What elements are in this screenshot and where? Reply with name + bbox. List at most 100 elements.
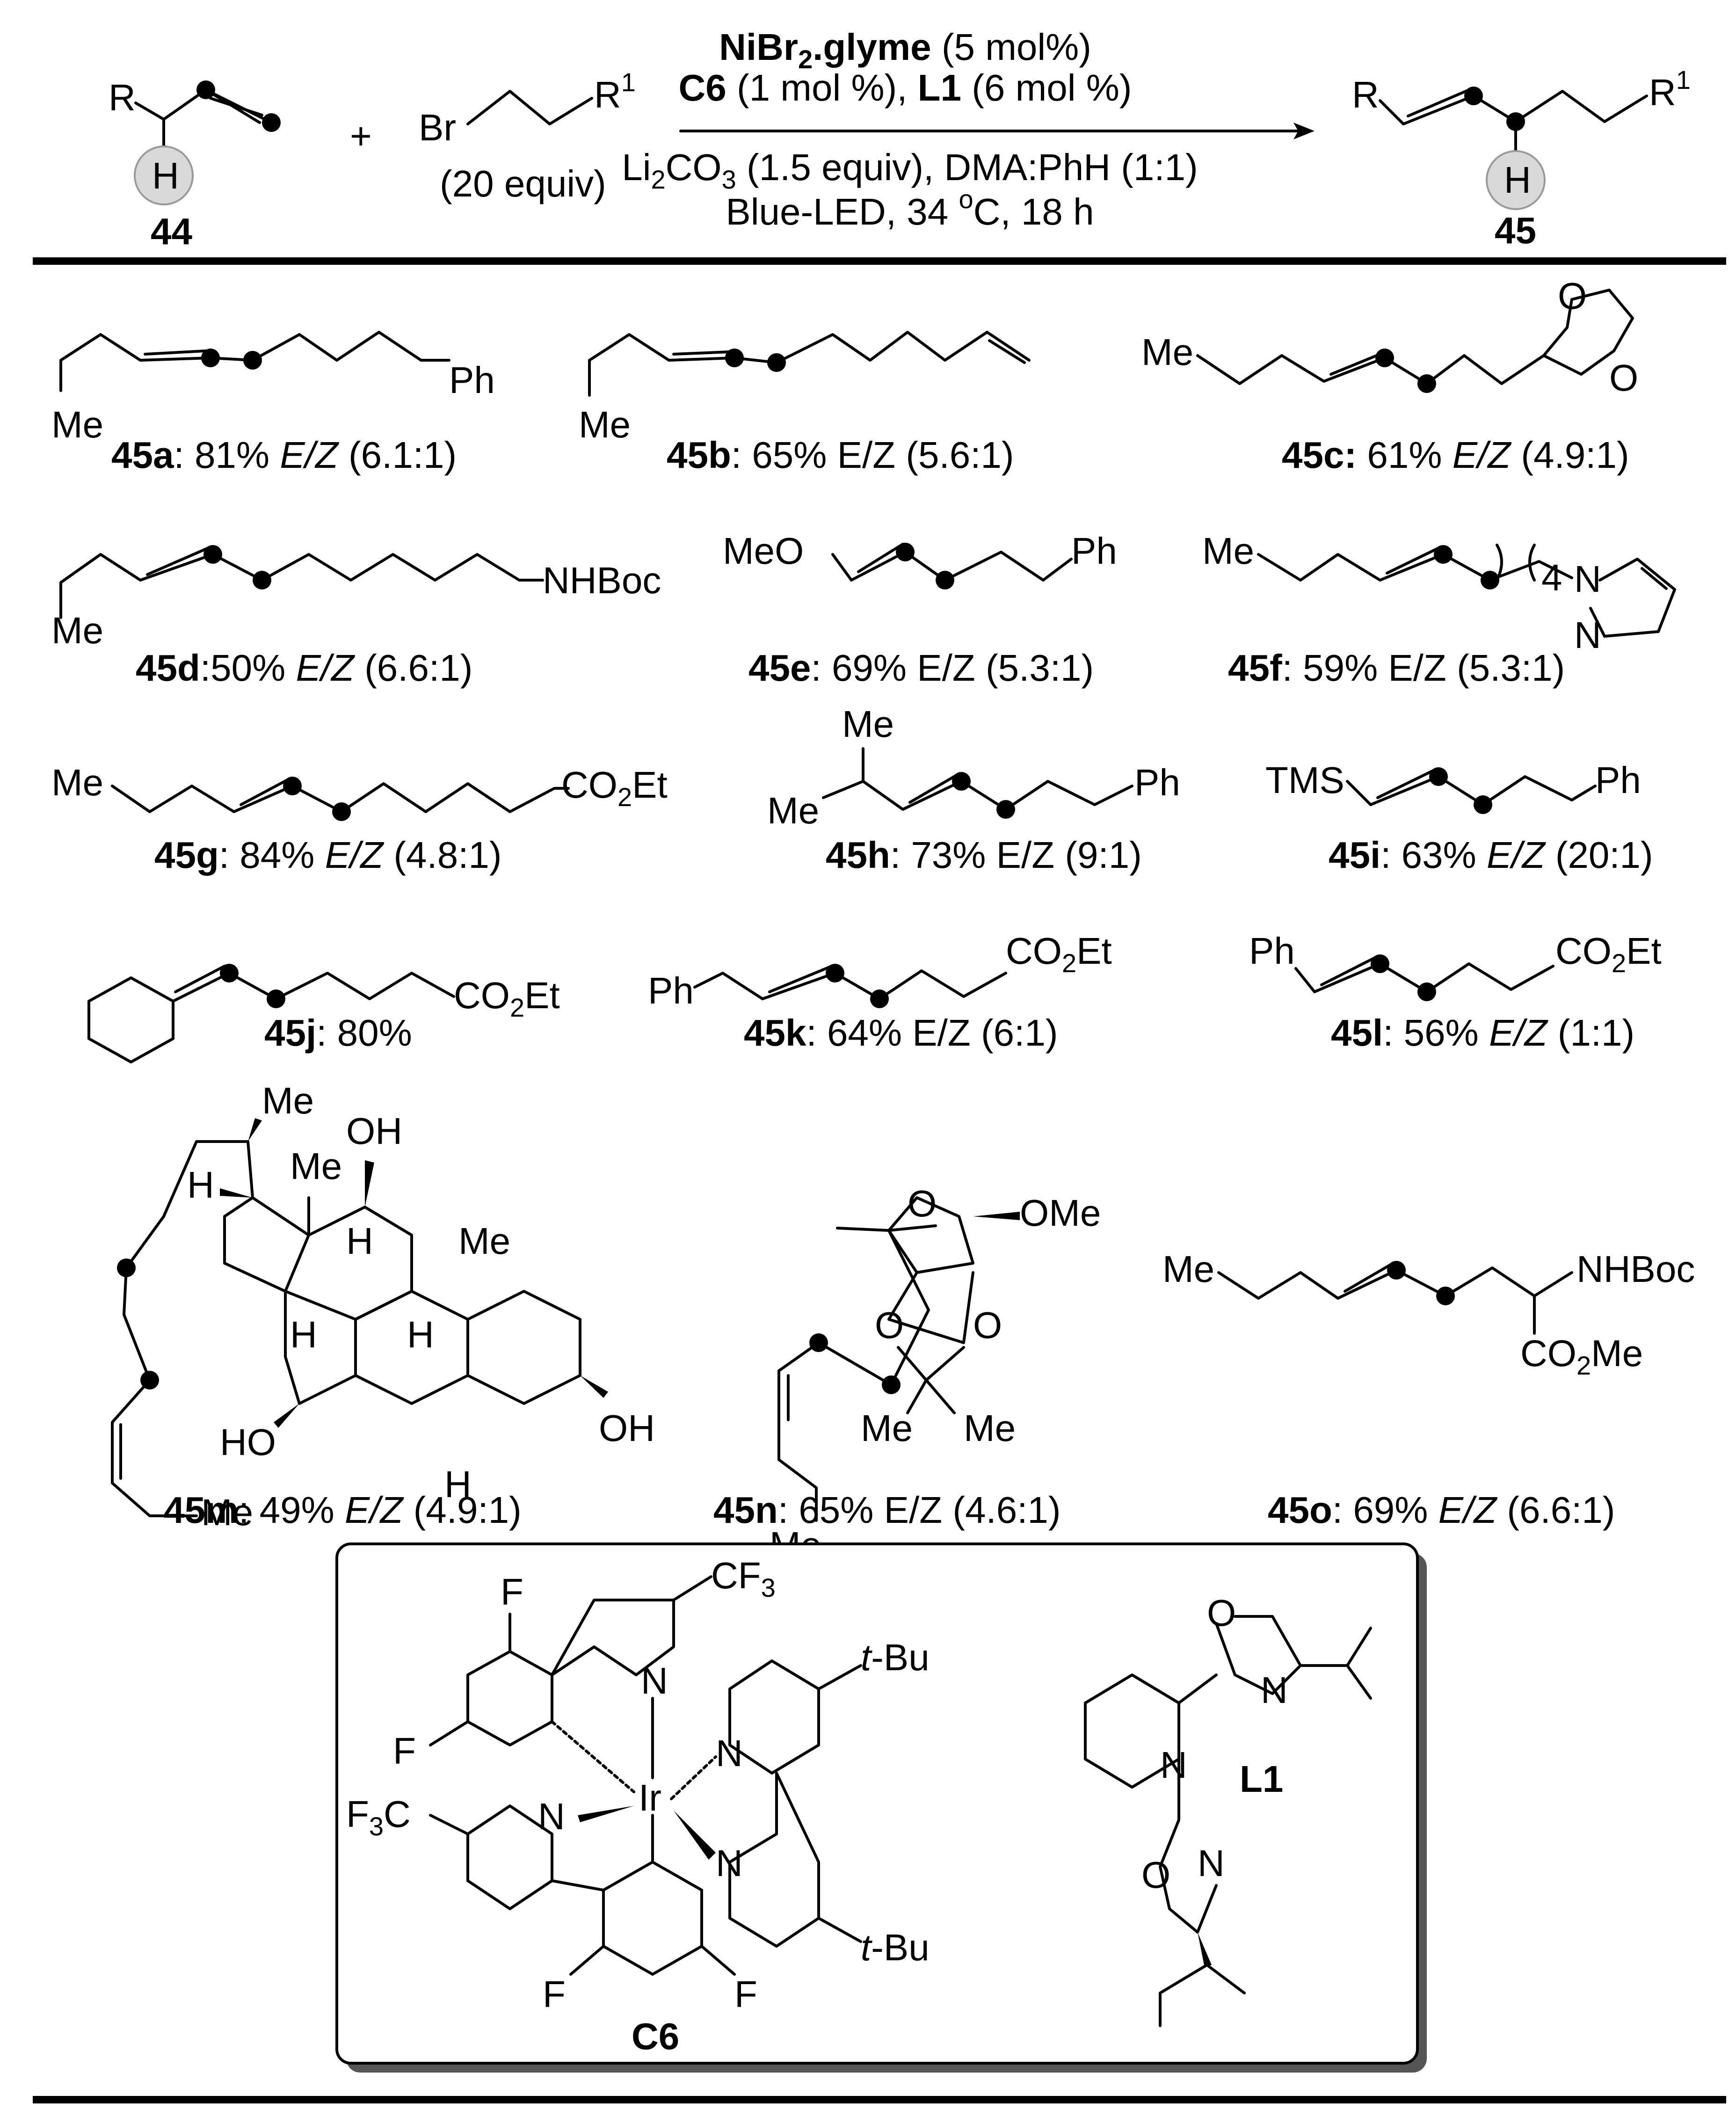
- co2et-label: CO2Et: [1006, 930, 1112, 978]
- top-divider: [33, 257, 1726, 265]
- co2et-label: CO2Et: [561, 764, 668, 812]
- product-45a: Ph Me: [51, 331, 495, 445]
- tms-label: TMS: [1265, 759, 1344, 801]
- caption-45h: 45h: 73% E/Z (9:1): [826, 834, 1142, 876]
- acetonide-o1: O: [875, 1304, 904, 1346]
- oxazoline-o1: O: [1207, 1592, 1236, 1634]
- reactant-id: 44: [151, 211, 192, 252]
- caption-45c: 45c: 61% E/Z (4.9:1): [1282, 434, 1629, 476]
- me-label: Me: [51, 762, 103, 803]
- tbu-label-1: t-Bu: [861, 1637, 930, 1678]
- caption-45g: 45g: 84% E/Z (4.8:1): [154, 834, 502, 876]
- me-label-side: Me: [262, 1080, 314, 1121]
- condition-line-4: Blue-LED, 34 oC, 18 h: [726, 184, 1094, 233]
- f-label-3: F: [543, 1973, 566, 2015]
- ho-label: HO: [220, 1421, 276, 1463]
- h-label-a: H: [444, 1463, 472, 1505]
- tbu-label-2: t-Bu: [861, 1927, 930, 1968]
- product-45i: TMS Ph: [1265, 759, 1641, 814]
- me-label-19: Me: [458, 1220, 510, 1262]
- oxazoline-n1: N: [1261, 1669, 1288, 1711]
- product-r1-label: R1: [1649, 65, 1691, 113]
- me-label-top: Me: [842, 703, 894, 745]
- product-45b: Me: [579, 331, 1031, 445]
- h-label-b2: H: [290, 1314, 317, 1355]
- condition-line-1: NiBr2.glyme (5 mol%): [719, 26, 1091, 74]
- ph-label: Ph: [1595, 759, 1641, 801]
- reactant-r-label: R: [109, 77, 136, 118]
- caption-45e: 45e: 69% E/Z (5.3:1): [748, 647, 1094, 689]
- me-label: Me: [579, 404, 631, 445]
- caption-45i: 45i: 63% E/Z (20:1): [1329, 834, 1653, 876]
- dioxolane-o1: O: [1558, 275, 1587, 317]
- product-45: R H R1 45: [1352, 65, 1691, 251]
- ph-label: Ph: [648, 970, 694, 1011]
- chain-count: 4: [1541, 557, 1562, 598]
- h-label-b: H: [407, 1314, 434, 1355]
- ligand-l1: O N N L1 O N: [1084, 1592, 1372, 2027]
- nhboc-label: NHBoc: [543, 560, 661, 601]
- reaction-conditions: NiBr2.glyme (5 mol%) C6 (1 mol %), L1 (6…: [622, 26, 1315, 233]
- h-label-d: H: [187, 1164, 214, 1206]
- caption-45b: 45b: 65% E/Z (5.6:1): [667, 434, 1014, 476]
- caption-45n: 45n: 65% E/Z (4.6:1): [713, 1489, 1061, 1531]
- reactant-44: R H 44: [109, 77, 281, 252]
- condition-line-2: C6 (1 mol %), L1 (6 mol %): [678, 67, 1132, 109]
- product-id: 45: [1495, 210, 1536, 251]
- caption-45j: 45j: 80%: [264, 1012, 412, 1054]
- meo-label: MeO: [723, 530, 804, 572]
- bromide-equiv: (20 equiv): [440, 163, 606, 204]
- product-45l: Ph CO2Et: [1249, 930, 1662, 1001]
- me-label: Me: [51, 610, 103, 651]
- catalyst-c6-label: C6: [632, 2015, 679, 2057]
- bromide-br-label: Br: [419, 107, 456, 148]
- f-label-4: F: [734, 1973, 757, 2015]
- me-label-2: Me: [964, 1407, 1016, 1449]
- condition-line-3: Li2CO3 (1.5 equiv), DMA:PhH (1:1): [622, 146, 1198, 194]
- cf3-label: CF3: [711, 1555, 776, 1602]
- plus-sign: +: [350, 115, 372, 157]
- co2et-label: CO2Et: [454, 975, 560, 1022]
- reactant-h-label: H: [152, 155, 179, 196]
- h-label-c: H: [346, 1220, 373, 1262]
- me-label-1: Me: [861, 1407, 913, 1449]
- product-h-label: H: [1504, 159, 1531, 201]
- f-label-2: F: [393, 1730, 416, 1772]
- oxazoline-n2: N: [1198, 1842, 1225, 1884]
- co2et-label: CO2Et: [1555, 930, 1662, 978]
- product-45o: Me NHBoc CO2Me: [1162, 1248, 1695, 1380]
- ph-label: Ph: [1134, 762, 1180, 803]
- oh-label-3: OH: [599, 1407, 655, 1449]
- ph-label: Ph: [1071, 530, 1117, 572]
- n-label-1: N: [641, 1660, 668, 1702]
- furanose-o: O: [908, 1183, 937, 1224]
- f3c-label: F3C: [346, 1793, 411, 1841]
- n-label-2: N: [716, 1732, 743, 1774]
- pyrazole-n1: N: [1574, 558, 1601, 600]
- caption-45l: 45l: 56% E/Z (1:1): [1331, 1012, 1634, 1054]
- ome-label: OMe: [1020, 1192, 1101, 1234]
- product-45g: Me CO2Et: [51, 762, 668, 821]
- reaction-header: R H 44 + Br R1 (20 equiv) NiBr2.glyme (5…: [109, 26, 1691, 252]
- me-label: Me: [1141, 331, 1193, 373]
- co2me-label: CO2Me: [1520, 1332, 1643, 1380]
- ph-label: Ph: [1249, 930, 1295, 972]
- catalyst-c6: F F CF3 N Ir t-Bu N t-Bu N N: [346, 1555, 930, 2057]
- product-45m: Me Me H Me OH H H H Me HO H OH: [111, 1080, 655, 1533]
- product-r-label: R: [1352, 74, 1379, 116]
- ir-label: Ir: [639, 1777, 661, 1819]
- nhboc-label: NHBoc: [1576, 1248, 1695, 1290]
- caption-45m: 45m: 49% E/Z (4.9:1): [164, 1489, 522, 1531]
- me-label-left: Me: [767, 790, 819, 831]
- me-label-18: Me: [290, 1145, 342, 1187]
- f-label-1: F: [501, 1571, 523, 1613]
- acetonide-o2: O: [973, 1304, 1002, 1346]
- ph-label: Ph: [449, 359, 495, 401]
- pyridine-n: N: [1160, 1744, 1187, 1786]
- product-45c: Me O O: [1141, 275, 1638, 399]
- caption-45f: 45f: 59% E/Z (5.3:1): [1228, 647, 1565, 689]
- bromide-r1-label: R1: [594, 67, 636, 116]
- product-45d: NHBoc Me: [51, 545, 661, 651]
- product-45k: Ph CO2Et: [648, 930, 1112, 1011]
